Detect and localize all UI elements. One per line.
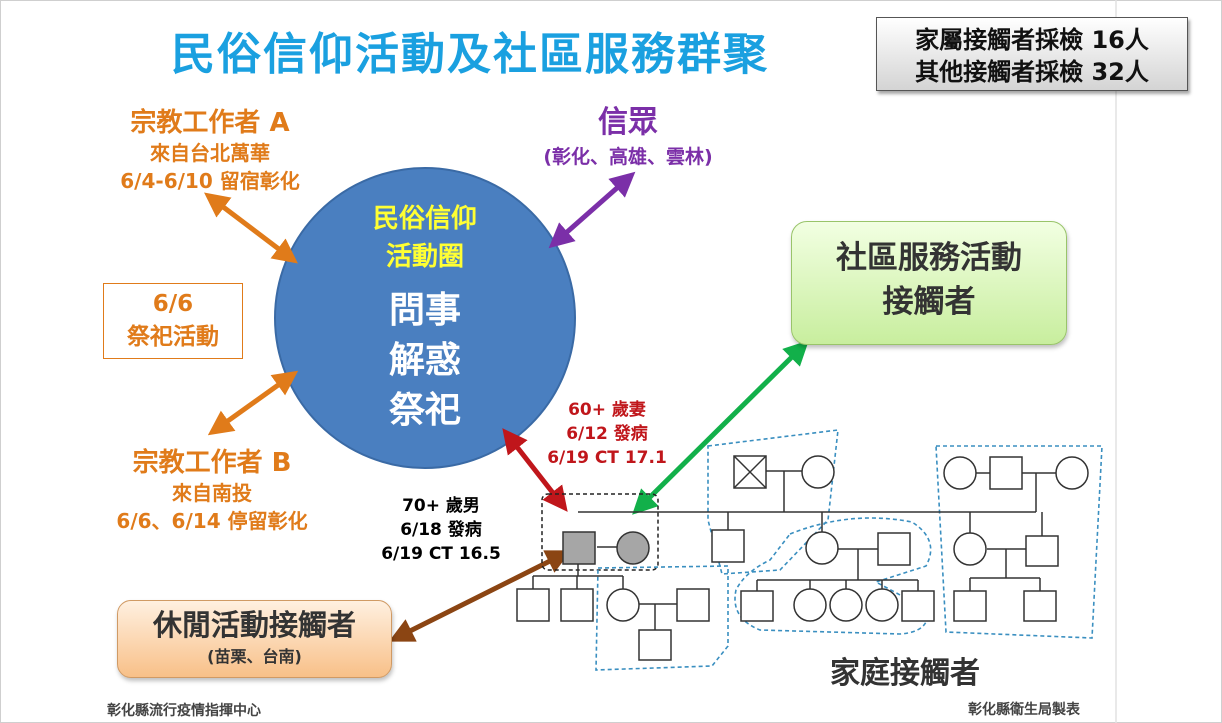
index-couple-box bbox=[541, 493, 659, 571]
family-member-male bbox=[901, 590, 935, 622]
footer-source: 彰化縣流行疫情指揮中心 bbox=[107, 703, 261, 719]
activity-consultation: 問事 bbox=[388, 290, 461, 331]
wife-onset: 6/12 發病 bbox=[566, 424, 648, 444]
believers-arrow bbox=[548, 171, 636, 249]
husband-age: 70+ 歲男 bbox=[402, 496, 480, 516]
family-member-female bbox=[829, 588, 863, 622]
folk-circle-text: 民俗信仰 活動圈 問事 解惑 祭祀 bbox=[320, 200, 530, 436]
leisure-contacts-title: 休閒活動接觸者 bbox=[152, 608, 356, 642]
family-member-male bbox=[877, 532, 911, 566]
wife-age: 60+ 歲妻 bbox=[568, 400, 646, 420]
footer-author: 彰化縣衛生局製表 bbox=[968, 702, 1080, 718]
worker-a-arrow bbox=[204, 192, 298, 264]
family-member-male bbox=[638, 629, 672, 661]
wife-ct-value: 6/19 CT 17.1 bbox=[547, 448, 667, 468]
worker-a-label: 宗教工作者 A 來自台北萬華 6/4-6/10 留宿彰化 bbox=[90, 102, 330, 195]
family-member-male bbox=[740, 590, 774, 622]
wife-case-label: 60+ 歲妻 6/12 發病 6/19 CT 17.1 bbox=[532, 398, 682, 470]
family-member-male bbox=[1023, 590, 1057, 622]
husband-ct-value: 6/19 CT 16.5 bbox=[381, 544, 501, 564]
testing-summary-box: 家屬接觸者採檢 16人 其他接觸者採檢 32人 bbox=[876, 17, 1188, 91]
husband-onset: 6/18 發病 bbox=[400, 520, 482, 540]
activity-guidance: 解惑 bbox=[388, 340, 461, 381]
family-member-male bbox=[516, 588, 550, 622]
worker-b-origin: 來自南投 bbox=[172, 481, 252, 505]
slide-title: 民俗信仰活動及社區服務群聚 bbox=[171, 29, 769, 80]
family-testing-count: 家屬接觸者採檢 16人 bbox=[915, 26, 1149, 54]
worker-b-label: 宗教工作者 B 來自南投 6/6、6/14 停留彰化 bbox=[86, 442, 338, 535]
community-arrow bbox=[632, 340, 809, 515]
family-group-1 bbox=[707, 429, 839, 575]
activity-worship: 祭祀 bbox=[388, 390, 461, 431]
family-member-male bbox=[676, 588, 710, 622]
leisure-contacts-locations: (苗栗、台南) bbox=[207, 647, 302, 666]
folk-circle-label-2: 活動圈 bbox=[385, 242, 464, 272]
community-contacts-line1: 社區服務活動 bbox=[836, 240, 1022, 276]
family-member-male bbox=[711, 529, 745, 563]
family-member-female bbox=[805, 531, 839, 565]
worker-a-origin: 來自台北萬華 bbox=[150, 141, 270, 165]
family-member-male bbox=[989, 456, 1023, 490]
family-member-female bbox=[801, 455, 835, 489]
family-member-male bbox=[953, 590, 987, 622]
family-member-male bbox=[1025, 535, 1059, 567]
believers-locations: (彰化、高雄、雲林) bbox=[543, 146, 713, 168]
worker-a-stay: 6/4-6/10 留宿彰化 bbox=[120, 169, 300, 193]
worker-b-title: 宗教工作者 B bbox=[132, 448, 292, 478]
folk-circle-label-1: 民俗信仰 bbox=[372, 204, 477, 234]
index-case-husband bbox=[562, 531, 596, 565]
family-member-female bbox=[606, 588, 640, 622]
leisure-arrow bbox=[388, 550, 572, 642]
folk-belief-circle bbox=[274, 167, 576, 469]
family-group-2 bbox=[595, 565, 729, 671]
ritual-date: 6/6 bbox=[152, 291, 194, 317]
believers-label: 信眾 (彰化、高雄、雲林) bbox=[510, 103, 746, 171]
worker-b-stay: 6/6、6/14 停留彰化 bbox=[116, 509, 308, 533]
other-testing-count: 其他接觸者採檢 32人 bbox=[915, 58, 1149, 86]
family-member-female bbox=[953, 532, 987, 566]
worker-a-title: 宗教工作者 A bbox=[130, 108, 290, 138]
leisure-contacts-box: 休閒活動接觸者 (苗栗、台南) bbox=[117, 600, 392, 678]
believers-title: 信眾 bbox=[598, 105, 658, 140]
pedigree-lines bbox=[532, 470, 1056, 630]
community-contacts-line2: 接觸者 bbox=[882, 284, 976, 320]
family-member-male bbox=[560, 588, 594, 622]
family-member-female bbox=[943, 456, 977, 490]
deceased-cross bbox=[733, 455, 767, 489]
family-member-female bbox=[865, 588, 899, 622]
husband-case-label: 70+ 歲男 6/18 發病 6/19 CT 16.5 bbox=[366, 494, 516, 566]
ritual-event-box: 6/6 祭祀活動 bbox=[103, 283, 243, 359]
index-case-wife bbox=[616, 531, 650, 565]
worker-b-arrow bbox=[207, 370, 299, 436]
family-contacts-label: 家庭接觸者 bbox=[830, 656, 980, 691]
wife-case-arrow bbox=[502, 428, 568, 512]
family-member-female bbox=[1055, 456, 1089, 490]
community-contacts-box: 社區服務活動 接觸者 bbox=[791, 221, 1067, 345]
pedigree-symbols bbox=[516, 455, 1089, 661]
family-member-female bbox=[793, 588, 827, 622]
ritual-name: 祭祀活動 bbox=[127, 324, 219, 350]
family-group-4 bbox=[935, 445, 1103, 639]
